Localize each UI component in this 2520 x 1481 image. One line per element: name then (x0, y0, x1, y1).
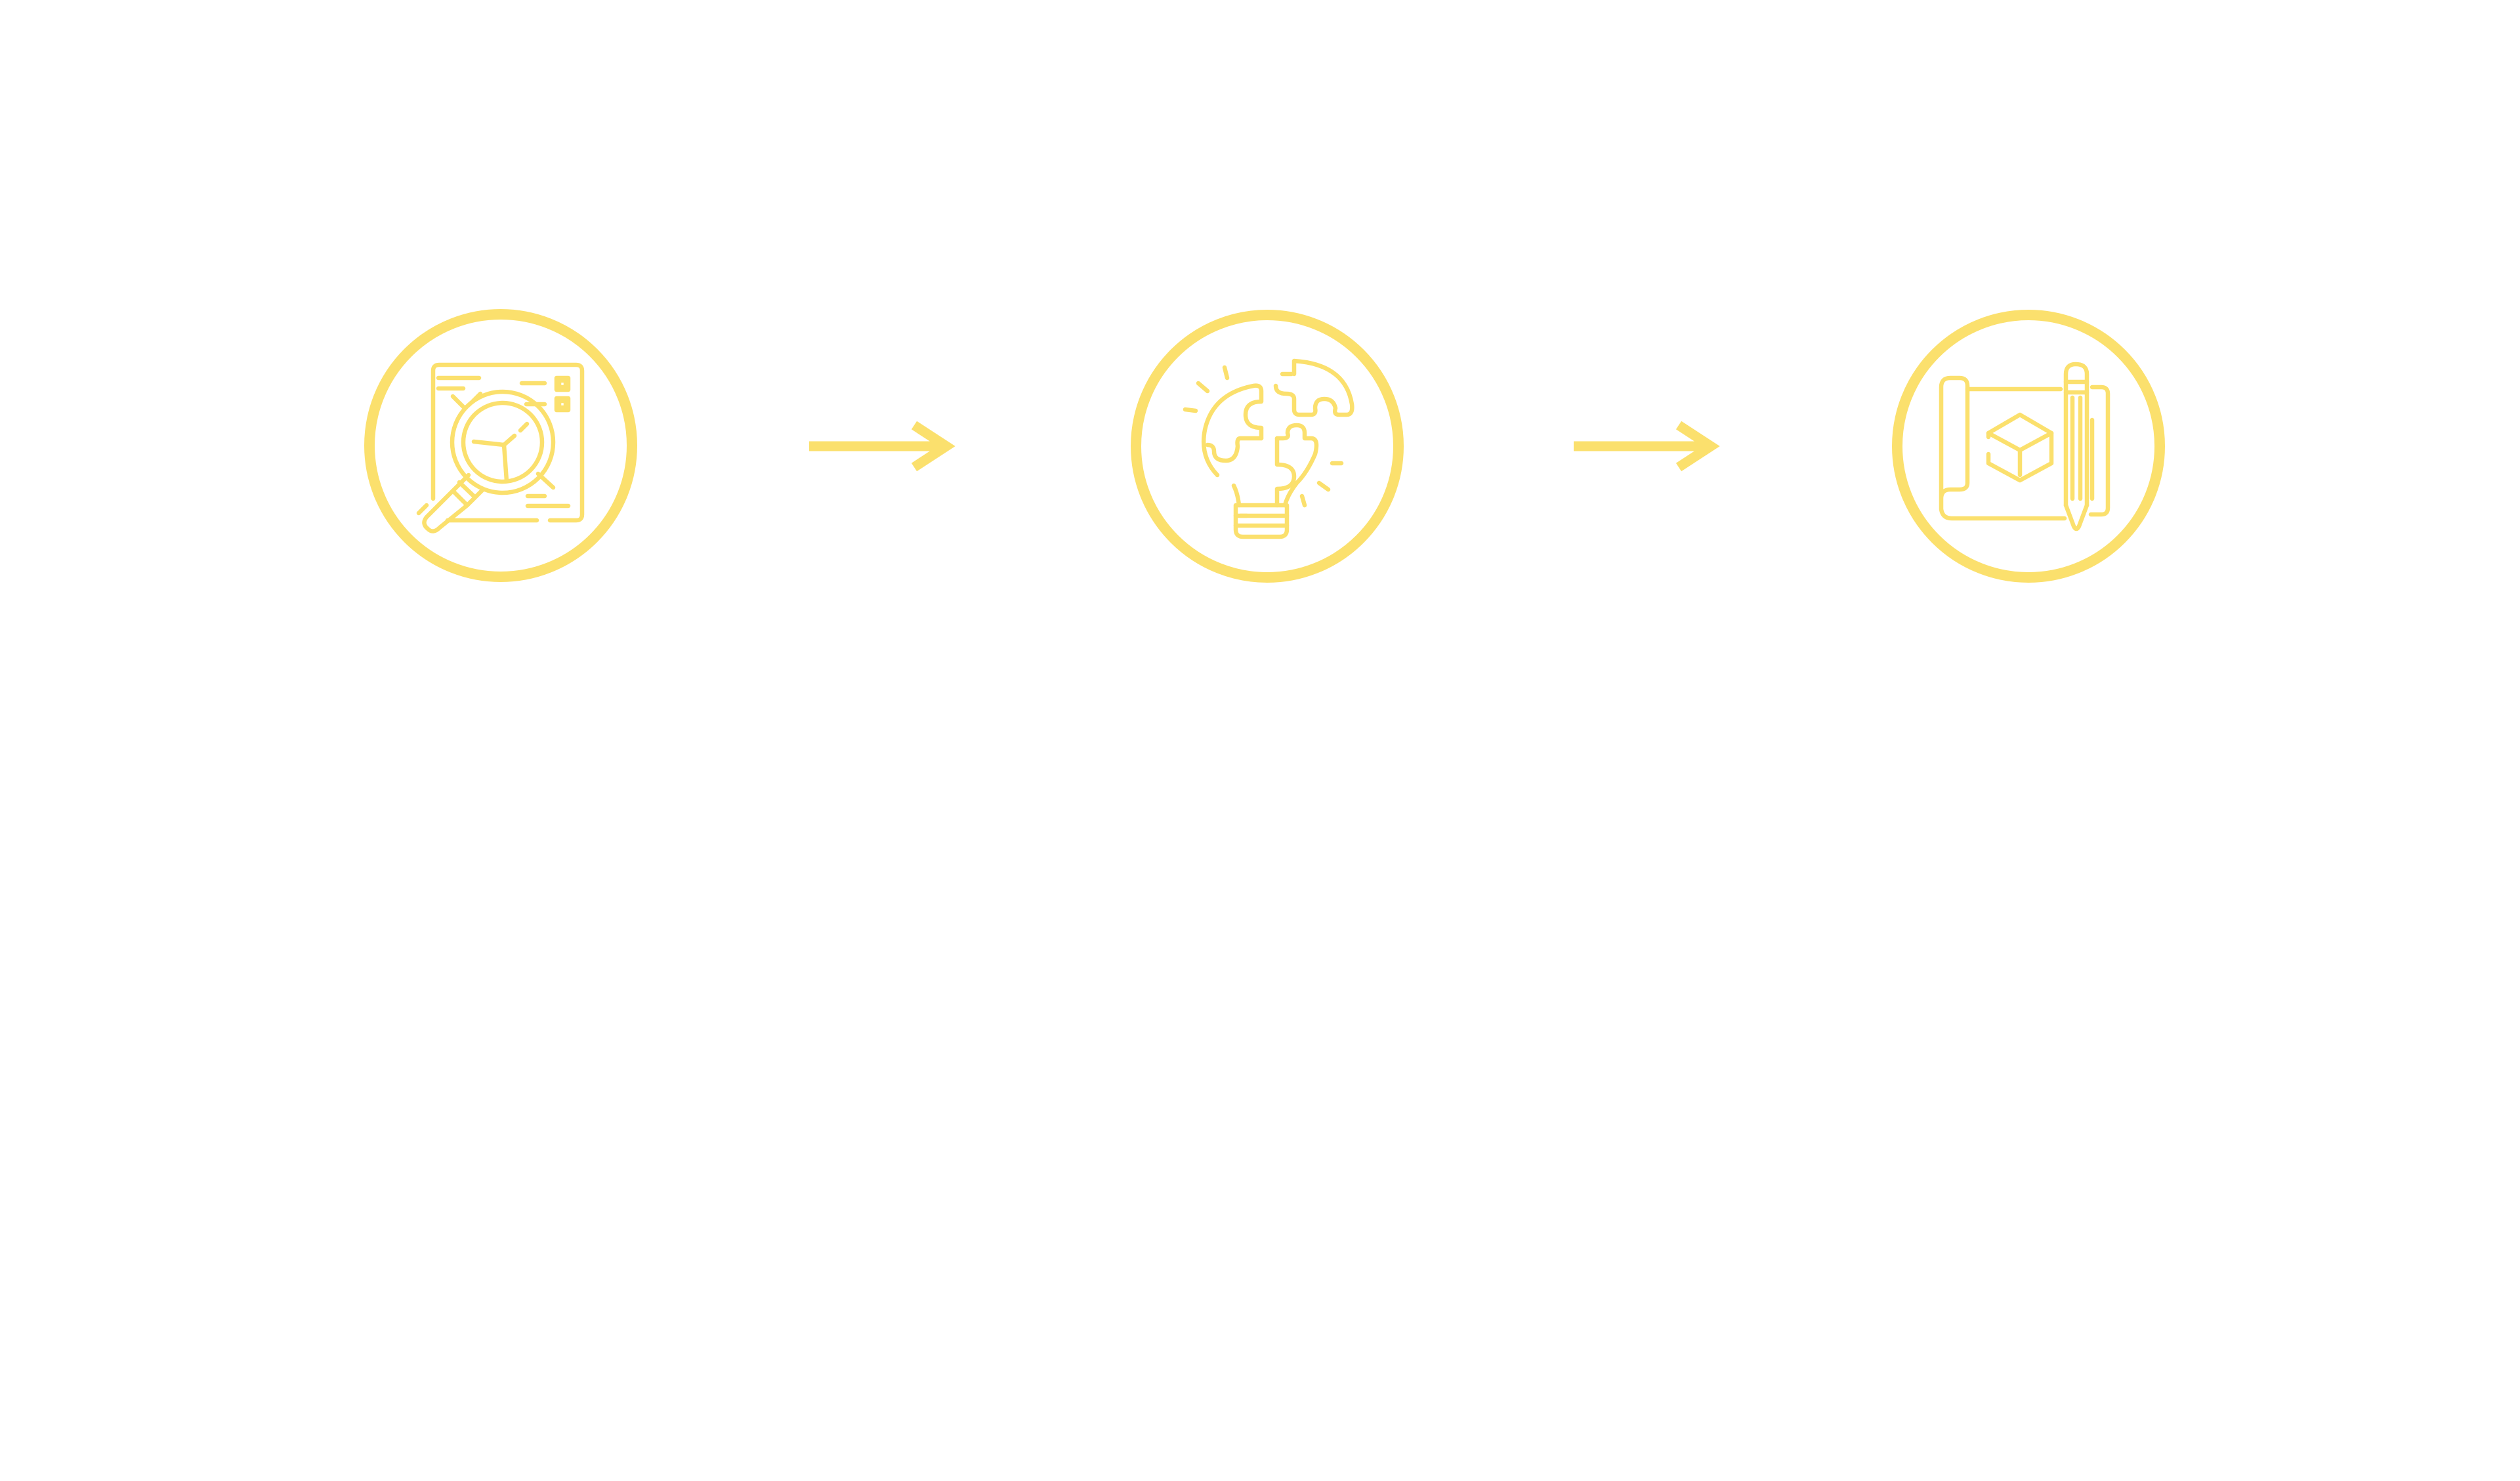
blueprint-design-icon (1939, 362, 2110, 532)
arrow-right-icon (809, 421, 956, 472)
connector-arrow-2 (1574, 421, 1720, 472)
step-research (364, 309, 637, 582)
step-blueprint (1892, 310, 2165, 583)
step-idea (1131, 310, 1404, 583)
connector-arrow-1 (809, 421, 956, 472)
research-analysis-icon (416, 362, 585, 533)
idea-puzzle-lightbulb-icon (1183, 358, 1354, 539)
arrow-right-icon (1574, 421, 1720, 472)
step-circle (1131, 310, 1404, 583)
